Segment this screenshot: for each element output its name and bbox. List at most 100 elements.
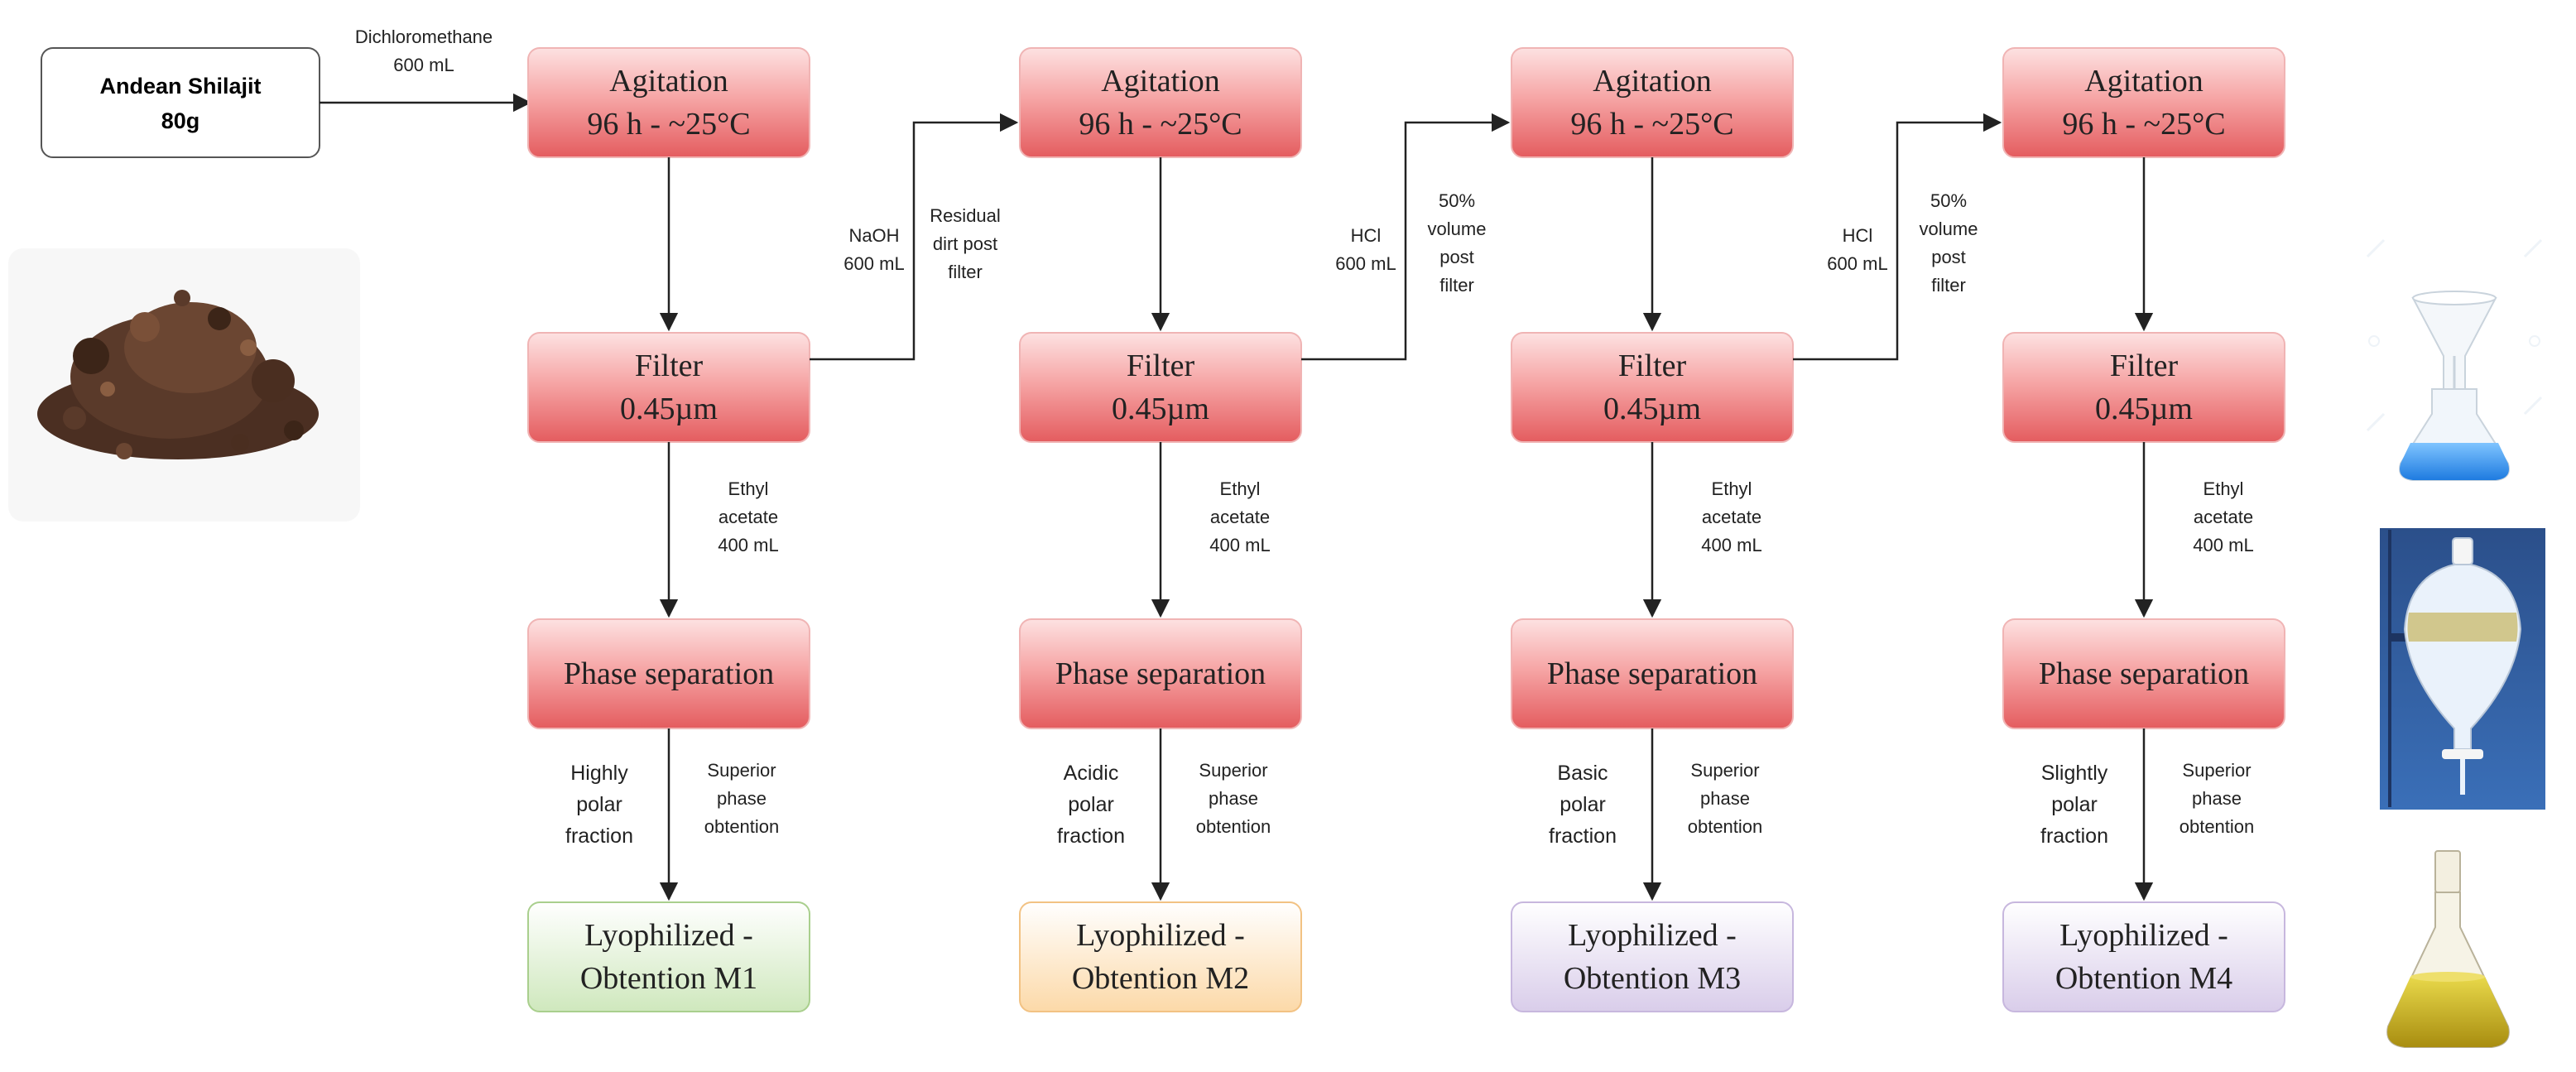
- agitation-conditions: 96 h - ~25°C: [587, 107, 750, 142]
- fraction-label-line3: fraction: [2040, 824, 2108, 848]
- fraction-label-line1: Slightly: [2041, 762, 2108, 785]
- lyophilized-box-m3: Lyophilized - Obtention M3: [1511, 901, 1794, 1012]
- superior-label-line3: obtention: [1688, 816, 1763, 837]
- agitation-conditions: 96 h - ~25°C: [2062, 107, 2225, 142]
- agitation-label: Agitation: [1101, 64, 1220, 99]
- superior-label-line2: phase: [1700, 788, 1750, 809]
- superior-label-line1: Superior: [1690, 760, 1759, 781]
- note-label-line1: 50%: [1439, 190, 1475, 211]
- phase-separation-box-1: Phase separation: [527, 618, 810, 729]
- fraction-label-line1: Acidic: [1064, 762, 1119, 785]
- phase-separation-label: Phase separation: [1547, 656, 1757, 691]
- phase-separation-box-4: Phase separation: [2002, 618, 2285, 729]
- superior-label-line1: Superior: [707, 760, 776, 781]
- filter-box-2: Filter 0.45µm: [1019, 332, 1302, 443]
- superior-label-line1: Superior: [2182, 760, 2251, 781]
- superior-label-line2: phase: [1209, 788, 1258, 809]
- agitation-conditions: 96 h - ~25°C: [1570, 107, 1733, 142]
- reagent-label-line1: HCl: [1843, 225, 1873, 246]
- note-label-line3: post: [1439, 247, 1474, 267]
- ethyl-acetate-line2: acetate: [2194, 507, 2253, 527]
- lyophilized-label: Lyophilized -: [1568, 918, 1737, 953]
- fraction-label-line2: polar: [1068, 793, 1114, 816]
- ethyl-acetate-line3: 400 mL: [718, 535, 778, 555]
- ethyl-acetate-line1: Ethyl: [2204, 478, 2244, 499]
- ethyl-acetate-line3: 400 mL: [2193, 535, 2253, 555]
- start-node: Andean Shilajit 80g: [41, 47, 320, 158]
- agitation-conditions: 96 h - ~25°C: [1079, 107, 1242, 142]
- filter-label: Filter: [2110, 349, 2179, 383]
- filter-pore-size: 0.45µm: [1603, 392, 1701, 426]
- ethyl-acetate-line2: acetate: [1702, 507, 1761, 527]
- ethyl-acetate-line3: 400 mL: [1209, 535, 1270, 555]
- obtention-label: Obtention M3: [1564, 961, 1741, 996]
- fraction-label-line3: fraction: [1549, 824, 1617, 848]
- filter-pore-size: 0.45µm: [1112, 392, 1209, 426]
- solvent-label-line1: Dichloromethane: [355, 26, 493, 47]
- note-label-line1: 50%: [1930, 190, 1967, 211]
- lyophilized-box-m4: Lyophilized -Obtention M4: [2002, 901, 2285, 1012]
- agitation-label: Agitation: [609, 64, 728, 99]
- agitation-box-4: Agitation 96 h - ~25°C: [2002, 47, 2285, 158]
- filter-label: Filter: [1127, 349, 1195, 383]
- filter-label: Filter: [1618, 349, 1687, 383]
- note-label-line2: dirt post: [933, 233, 997, 254]
- lyophilized-label: Lyophilized -: [584, 918, 753, 953]
- fraction-label-line3: fraction: [565, 824, 633, 848]
- agitation-label: Agitation: [2084, 64, 2204, 99]
- note-label-line2: volume: [1920, 219, 1978, 239]
- fraction-label-line1: Highly: [570, 762, 628, 785]
- note-label-line2: volume: [1428, 219, 1487, 239]
- filter-box-4: Filter 0.45µm: [2002, 332, 2285, 443]
- filter-pore-size: 0.45µm: [2095, 392, 2193, 426]
- fraction-label-line2: polar: [2051, 793, 2098, 816]
- reagent-label-line2: 600 mL: [1335, 253, 1396, 274]
- superior-label-line3: obtention: [704, 816, 780, 837]
- obtention-label: Obtention M2: [1072, 961, 1249, 996]
- ethyl-acetate-line3: 400 mL: [1701, 535, 1761, 555]
- phase-separation-box-2: Phase separation: [1019, 618, 1302, 729]
- filter-box-3: Filter 0.45µm: [1511, 332, 1794, 443]
- superior-label-line2: phase: [717, 788, 767, 809]
- fraction-label-line2: polar: [1560, 793, 1606, 816]
- ethyl-acetate-line2: acetate: [1210, 507, 1270, 527]
- lyophilized-box-m2: Lyophilized -Obtention M2: [1019, 901, 1302, 1012]
- arrow-transfer-1: [810, 113, 1019, 361]
- solvent-label-line2: 600 mL: [393, 55, 454, 75]
- lyophilized-box-m1: Lyophilized - Obtention M1: [527, 901, 810, 1012]
- reagent-label-line1: HCl: [1351, 225, 1382, 246]
- arrow-transfer-3: [1793, 113, 2002, 361]
- ethyl-acetate-line1: Ethyl: [1220, 478, 1261, 499]
- agitation-label: Agitation: [1593, 64, 1712, 99]
- note-label-line4: filter: [1439, 275, 1474, 296]
- superior-label-line3: obtention: [2180, 816, 2255, 837]
- superior-label-line2: phase: [2192, 788, 2242, 809]
- obtention-label: Obtention M4: [2055, 961, 2232, 996]
- note-label-line3: post: [1931, 247, 1966, 267]
- note-label-line1: Residual: [930, 205, 1001, 226]
- reagent-label-line2: 600 mL: [843, 253, 904, 274]
- start-node-line1: Andean Shilajit: [99, 74, 261, 99]
- superior-label-line3: obtention: [1196, 816, 1271, 837]
- erlenmeyer-flask-image: [2386, 850, 2510, 1048]
- phase-separation-box-3: Phase separation: [1511, 618, 1794, 729]
- obtention-label: Obtention M1: [580, 961, 757, 996]
- ethyl-acetate-line1: Ethyl: [1712, 478, 1752, 499]
- filter-label: Filter: [635, 349, 704, 383]
- fraction-label-line2: polar: [576, 793, 622, 816]
- arrow-transfer-2: [1301, 113, 1511, 361]
- separatory-funnel-image: [2380, 528, 2545, 810]
- note-label-line3: filter: [948, 262, 983, 282]
- phase-separation-label: Phase separation: [1055, 656, 1266, 691]
- filter-box-1: Filter 0.45µm: [527, 332, 810, 443]
- filter-funnel-flask-image: [2366, 238, 2543, 481]
- reagent-label-line2: 600 mL: [1827, 253, 1887, 274]
- ethyl-acetate-line2: acetate: [718, 507, 778, 527]
- filter-pore-size: 0.45µm: [620, 392, 718, 426]
- start-node-line2: 80g: [161, 108, 200, 133]
- phase-separation-label: Phase separation: [2039, 656, 2249, 691]
- shilajit-powder-image: [8, 248, 360, 522]
- agitation-box-1: Agitation 96 h - ~25°C: [527, 47, 810, 158]
